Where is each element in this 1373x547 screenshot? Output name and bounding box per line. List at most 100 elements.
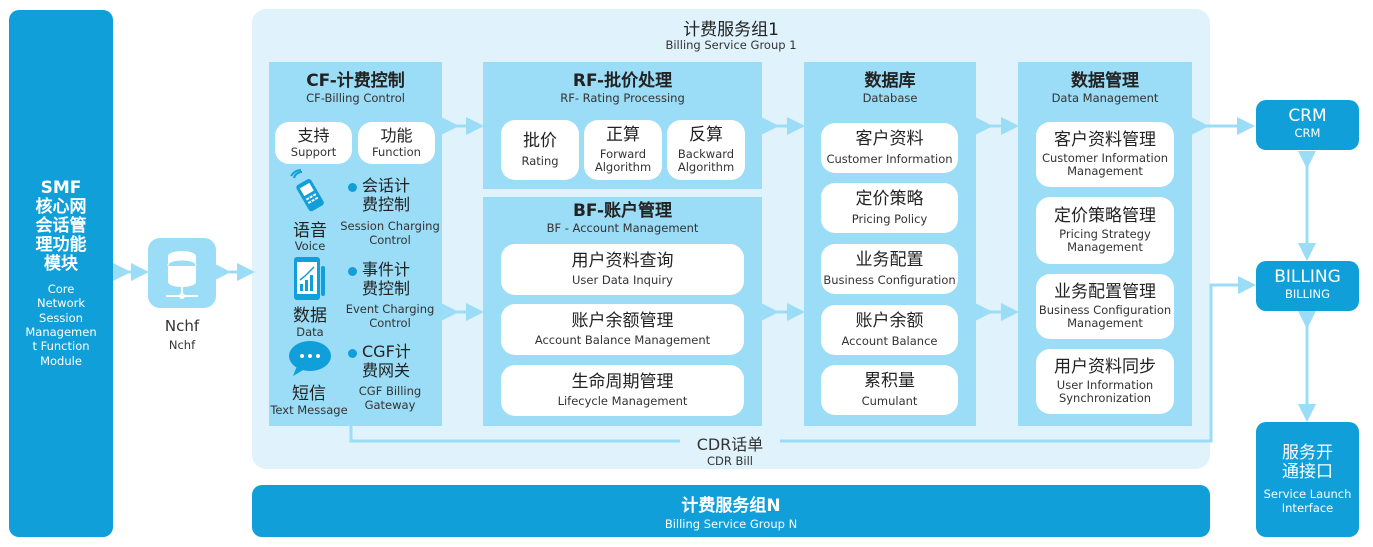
backward-en: Backward Algorithm (677, 147, 735, 175)
bf-user-data-card: 用户资料查询 User Data Inquiry (501, 244, 744, 295)
rf-backward-card: 反算 Backward Algorithm (667, 120, 745, 180)
nchf-interface (148, 238, 216, 308)
cf-function-card: 功能 Function (358, 122, 435, 164)
user-sync-zh: 用户资料同步 (1054, 356, 1156, 377)
dm-sync-card: 用户资料同步 User Information Synchronization (1036, 349, 1174, 414)
db-customer-card: 客户资料 Customer Information (821, 123, 958, 173)
business-mgmt-en: Business Configuration Management (1038, 303, 1172, 331)
groupn-title-zh: 计费服务组N (681, 496, 781, 516)
lifecycle-en: Lifecycle Management (557, 394, 688, 409)
session-charging-en: Session Charging Control (340, 219, 440, 248)
group1-title-en: Billing Service Group 1 (665, 38, 797, 52)
mobile-data-icon (294, 257, 325, 300)
customer-info-zh: 客户资料 (855, 129, 924, 150)
bf-balance-card: 账户余额管理 Account Balance Management (501, 304, 744, 355)
user-data-en: User Data Inquiry (572, 273, 673, 288)
bullet-dot-icon (348, 349, 357, 358)
bf-lifecycle-card: 生命周期管理 Lifecycle Management (501, 365, 744, 416)
user-sync-en: User Information Synchronization (1056, 378, 1154, 406)
crm-zh: CRM (1288, 106, 1327, 126)
billing-box: BILLING BILLING (1256, 261, 1359, 311)
customer-info-en: Customer Information (826, 151, 953, 166)
balance-mgmt-zh: 账户余额管理 (571, 310, 674, 331)
db-title-zh: 数据库 (864, 71, 916, 91)
bullet-dot-icon (348, 267, 357, 276)
cgf-gateway-zh: CGF计 费网关 (362, 342, 411, 380)
rating-en: Rating (521, 153, 559, 168)
cumulant-zh: 累积量 (864, 371, 915, 392)
db-business-card: 业务配置 Business Configuration (821, 244, 958, 294)
business-mgmt-zh: 业务配置管理 (1054, 281, 1156, 302)
db-pricing-card: 定价策略 Pricing Policy (821, 183, 958, 233)
account-balance-zh: 账户余额 (855, 311, 924, 332)
dm-pricing-card: 定价策略管理 Pricing Strategy Management (1036, 197, 1174, 264)
service-launch-en: Service Launch Interface (1263, 486, 1352, 516)
customer-mgmt-en: Customer Information Management (1041, 151, 1169, 179)
pricing-policy-en: Pricing Policy (851, 211, 928, 226)
cdr-label-zh: CDR话单 (696, 435, 764, 454)
voice-en: Voice (294, 239, 326, 253)
event-charging-en: Event Charging Control (345, 302, 435, 331)
backward-zh: 反算 (689, 124, 723, 145)
data-en: Data (296, 325, 324, 339)
db-cumulant-card: 累积量 Cumulant (821, 365, 958, 415)
group1-title-zh: 计费服务组1 (683, 20, 779, 40)
session-charging-zh: 会话计 费控制 (362, 176, 411, 214)
account-balance-en: Account Balance (841, 333, 938, 348)
voice-zh: 语音 (293, 221, 327, 241)
rf-rating-card: 批价 Rating (501, 120, 579, 180)
dm-title-zh: 数据管理 (1071, 71, 1139, 91)
db-balance-card: 账户余额 Account Balance (821, 305, 958, 355)
dm-title-en: Data Management (1051, 91, 1159, 106)
cf-support-card: 支持 Support (275, 122, 352, 164)
pricing-mgmt-zh: 定价策略管理 (1054, 205, 1156, 226)
cf-title-zh: CF-计费控制 (306, 71, 405, 91)
crm-en: CRM (1294, 126, 1321, 140)
cdr-flow-line (349, 426, 680, 443)
rf-title-en: RF- Rating Processing (560, 91, 685, 106)
business-config-zh: 业务配置 (855, 250, 924, 271)
support-en: Support (290, 144, 337, 159)
bf-title-en: BF - Account Management (546, 221, 699, 236)
phone-signal-icon (290, 169, 324, 212)
lifecycle-zh: 生命周期管理 (571, 371, 674, 392)
function-en: Function (372, 144, 421, 159)
function-zh: 功能 (380, 126, 413, 146)
billing-zh: BILLING (1274, 267, 1341, 287)
service-launch-interface: 服务开 通接口 Service Launch Interface (1256, 422, 1359, 537)
pricing-policy-zh: 定价策略 (855, 189, 924, 210)
user-data-zh: 用户资料查询 (571, 250, 674, 271)
billing-service-group-n: 计费服务组N Billing Service Group N (252, 485, 1210, 537)
business-config-en: Business Configuration (823, 272, 956, 287)
rf-title-zh: RF-批价处理 (572, 71, 673, 91)
bullet-dot-icon (348, 183, 357, 192)
smf-module: SMF 核心网 会话管 理功能 模块 Core Network Session … (9, 10, 113, 537)
event-charging-zh: 事件计 费控制 (362, 260, 411, 298)
bf-title-zh: BF-账户管理 (572, 201, 673, 221)
cdr-label-en: CDR Bill (706, 454, 753, 468)
rating-zh: 批价 (523, 131, 557, 152)
cumulant-en: Cumulant (861, 393, 918, 408)
pricing-mgmt-en: Pricing Strategy Management (1059, 227, 1151, 255)
forward-en: Forward Algorithm (594, 147, 652, 175)
dm-customer-card: 客户资料管理 Customer Information Management (1036, 122, 1174, 187)
customer-mgmt-zh: 客户资料管理 (1054, 129, 1156, 150)
billing-en: BILLING (1284, 287, 1330, 301)
chat-bubble-icon (289, 341, 331, 376)
dm-business-card: 业务配置管理 Business Configuration Management (1036, 274, 1174, 339)
nchf-label-zh: Nchf (164, 317, 200, 335)
service-launch-zh: 服务开 通接口 (1282, 442, 1333, 483)
forward-zh: 正算 (606, 124, 640, 145)
balance-mgmt-en: Account Balance Management (534, 333, 711, 348)
nchf-label-en: Nchf (168, 338, 196, 352)
smf-title-en: Core Network Session Managemen t Functio… (25, 281, 97, 368)
groupn-title-en: Billing Service Group N (664, 517, 798, 531)
cdr-flow-line-right (780, 276, 1256, 443)
support-zh: 支持 (297, 126, 330, 146)
cf-title-en: CF-Billing Control (306, 91, 405, 106)
db-title-en: Database (862, 91, 918, 106)
smf-title-zh: SMF 核心网 会话管 理功能 模块 (35, 177, 87, 274)
database-server-icon (166, 251, 198, 299)
sms-en: Text Message (270, 403, 348, 417)
